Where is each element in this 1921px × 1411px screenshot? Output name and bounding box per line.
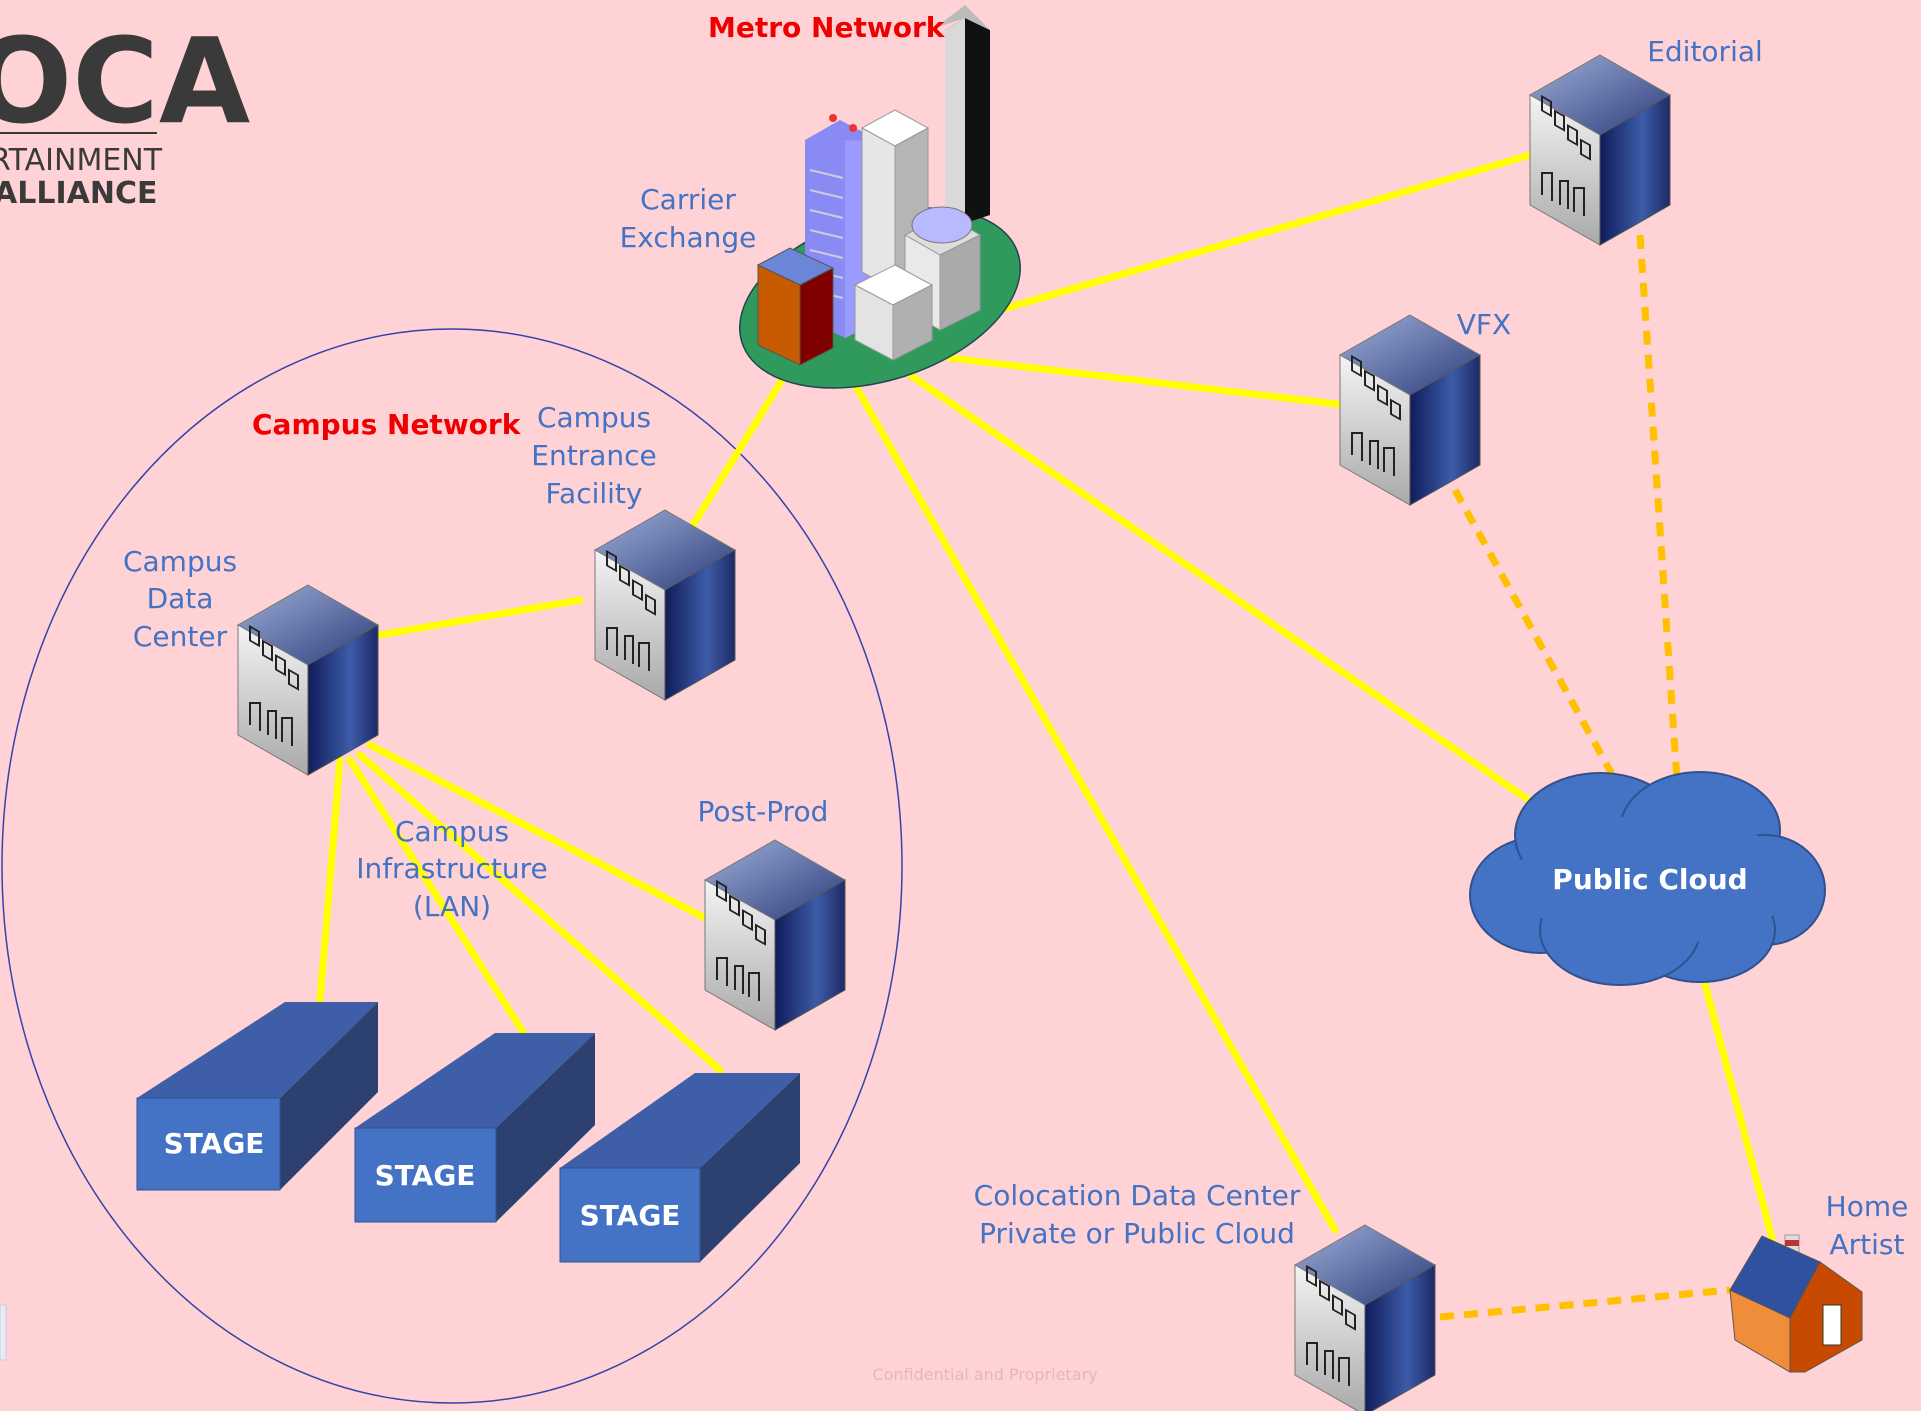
campus-network-label: Campus Network (252, 408, 522, 441)
campus-entrance-building-icon (594, 509, 736, 701)
campus-entrance-label-3: Facility (546, 477, 643, 510)
edge-fragment (0, 1304, 7, 1361)
home-artist-icon (1729, 1234, 1863, 1373)
home-artist-label-1: Home (1826, 1190, 1909, 1223)
campus-dc-label-2: Data (147, 582, 214, 615)
stage-1-label: STAGE (164, 1127, 265, 1160)
link-dc-entrance (376, 596, 584, 639)
link-metro-colocation (851, 381, 1339, 1234)
link-cloud-home (1696, 961, 1776, 1242)
campus-dc-building-icon (237, 584, 379, 776)
link-dc-stage2 (346, 756, 529, 1039)
vfx-label: VFX (1457, 308, 1511, 341)
footer-confidential: Confidential and Proprietary (872, 1365, 1097, 1384)
link-metro-entrance (686, 371, 789, 534)
campus-lan-label-1: Campus (395, 815, 509, 848)
logo-line2: ALLIANCE (0, 176, 157, 211)
stage-2-label: STAGE (375, 1159, 476, 1192)
campus-boundary (1, 328, 903, 1404)
post-prod-label: Post-Prod (698, 795, 829, 828)
campus-dc-label-3: Center (133, 620, 228, 653)
link-colocation-home (1439, 1286, 1731, 1321)
logo-line1: RTAINMENT (0, 143, 163, 178)
carrier-exchange-label-1: Carrier (640, 183, 736, 216)
editorial-building-icon (1529, 54, 1671, 246)
solid-links (316, 151, 1776, 1242)
dashed-links (1439, 234, 1731, 1321)
company-logo: OCA RTAINMENT ALLIANCE (0, 12, 250, 211)
stage-3 (559, 1073, 800, 1263)
campus-entrance-label-1: Campus (537, 401, 651, 434)
link-vfx-cloud (1451, 488, 1622, 787)
campus-entrance-label-2: Entrance (531, 439, 656, 472)
stage-3-label: STAGE (580, 1199, 681, 1232)
public-cloud-label: Public Cloud (1552, 863, 1747, 896)
link-metro-cloud (906, 371, 1569, 829)
stage-1 (136, 1002, 378, 1191)
public-cloud-icon (1469, 771, 1826, 986)
link-metro-editorial (996, 151, 1534, 314)
colocation-building-icon (1294, 1224, 1436, 1411)
metro-city-icon (739, 5, 1021, 389)
metro-network-label: Metro Network (708, 11, 946, 44)
link-dc-stage1 (316, 756, 344, 1004)
carrier-exchange-label-2: Exchange (620, 221, 757, 254)
vfx-building-icon (1339, 314, 1481, 506)
editorial-label: Editorial (1647, 35, 1763, 68)
link-metro-vfx (946, 354, 1349, 409)
colocation-label-1: Colocation Data Center (974, 1179, 1301, 1212)
colocation-label-2: Private or Public Cloud (979, 1217, 1295, 1250)
link-dc-stage3 (356, 751, 724, 1074)
node-labels: Carrier Exchange Editorial VFX Campus En… (123, 35, 1908, 1261)
home-artist-label-2: Artist (1830, 1228, 1905, 1261)
campus-dc-label-1: Campus (123, 545, 237, 578)
postprod-building-icon (704, 839, 846, 1031)
link-editorial-cloud (1636, 234, 1681, 781)
stage-2 (354, 1033, 595, 1223)
campus-lan-label-3: (LAN) (413, 890, 491, 923)
logo-mark: OCA (0, 12, 250, 150)
link-dc-postprod (366, 741, 709, 922)
campus-lan-label-2: Infrastructure (356, 852, 548, 885)
